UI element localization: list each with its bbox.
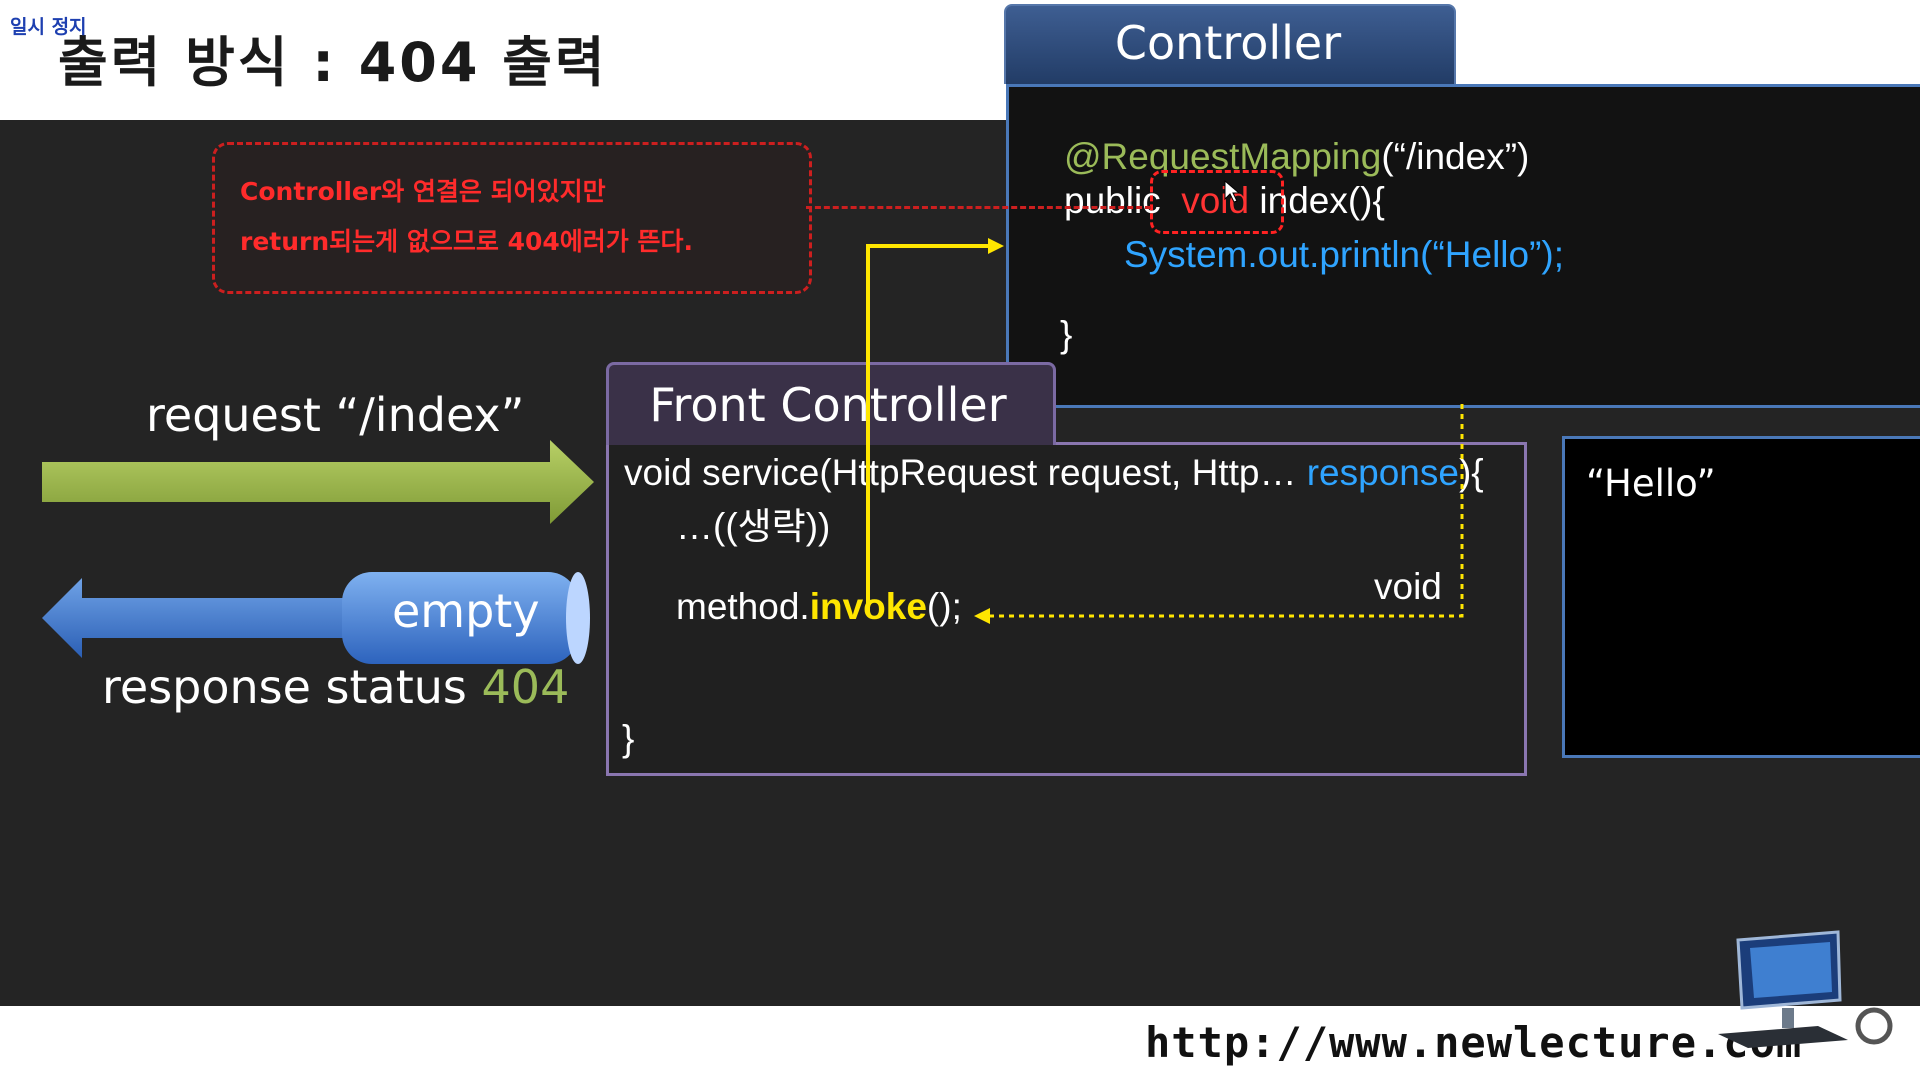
fc-line3-invoke: invoke	[809, 586, 927, 627]
response-status-code: 404	[481, 660, 570, 714]
signature-void: void	[1181, 180, 1250, 221]
comment-callout	[212, 142, 812, 294]
monitor-icon	[1718, 930, 1893, 1048]
response-status: response status 404	[102, 660, 569, 714]
signature-public: public	[1064, 180, 1171, 221]
fc-invoke-line: method.invoke();	[676, 586, 962, 628]
empty-label: empty	[392, 584, 540, 638]
fc-line3-a: method.	[676, 586, 810, 627]
fc-line1-c: ){	[1458, 452, 1484, 493]
cursor-icon	[1224, 180, 1240, 203]
output-console	[1562, 436, 1920, 758]
controller-title: Controller	[1114, 16, 1342, 70]
fc-line3-c: ();	[926, 586, 962, 627]
code-request-mapping: @RequestMapping(“/index”)	[1064, 136, 1529, 178]
response-status-prefix: response status	[102, 660, 482, 714]
footer-url[interactable]: http://www.newlecture.com	[1145, 1018, 1803, 1067]
response-arrow-icon	[42, 572, 590, 664]
controller-tab	[1004, 4, 1456, 84]
output-text: “Hello”	[1586, 462, 1716, 505]
comment-line-1: Controller와 연결은 되어있지만	[240, 177, 606, 206]
fc-line1-a: void service(HttpRequest request, Http…	[624, 452, 1307, 493]
code-close-brace: }	[1060, 314, 1073, 355]
pause-indicator[interactable]: 일시 정지	[10, 16, 87, 38]
void-highlight-box	[1150, 170, 1284, 234]
fc-omitted: …((생략))	[676, 506, 831, 547]
fc-void-return-label: void	[1374, 566, 1442, 607]
request-arrow-icon	[42, 440, 594, 524]
annotation-argument: (“/index”)	[1381, 136, 1530, 177]
controller-code-box	[1006, 84, 1920, 408]
fc-line1-response: response	[1306, 452, 1459, 493]
comment-connector-line	[806, 206, 1151, 209]
signature-rest: index(){	[1249, 180, 1385, 221]
comment-line-2: return되는게 없으므로 404에러가 뜬다.	[240, 227, 693, 256]
code-method-signature: public void index(){	[1064, 180, 1385, 222]
slide-footer	[0, 1006, 1920, 1080]
fc-close-brace: }	[622, 718, 635, 759]
request-label: request “/index”	[146, 388, 525, 442]
front-controller-title: Front Controller	[649, 378, 1007, 432]
fc-service-signature: void service(HttpRequest request, Http… …	[624, 452, 1484, 494]
code-println: System.out.println(“Hello”);	[1124, 234, 1565, 275]
slide-title: 출력 방식 : 404 출력	[58, 31, 608, 94]
